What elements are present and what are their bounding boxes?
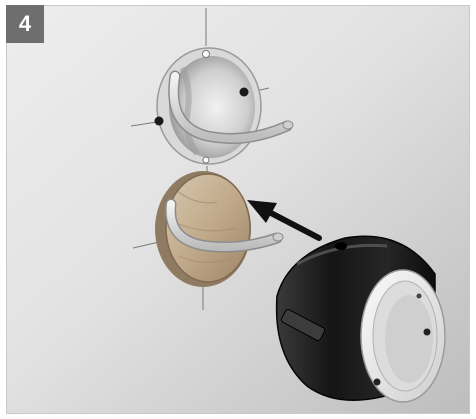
illustration-frame [6, 5, 470, 414]
step-number-badge: 4 [6, 5, 44, 43]
installation-illustration [7, 6, 469, 413]
junction-box-icon [277, 236, 445, 402]
